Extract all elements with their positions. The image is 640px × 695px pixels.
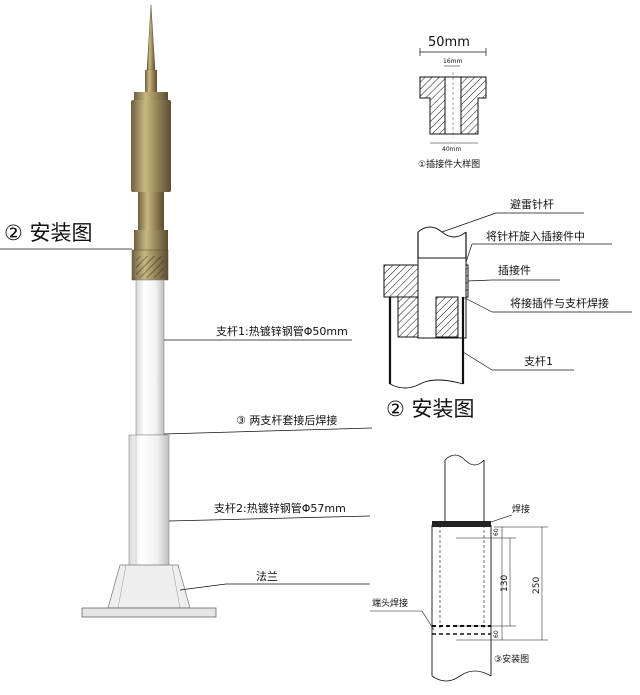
needle-tip (146, 4, 156, 71)
flange-label: 法兰 (256, 569, 278, 583)
install-drawing-2: 避雷针杆 将针杆旋入插接件中 插接件 将接插件与支杆焊接 支杆1 ② 安装图 (383, 197, 632, 421)
rod-collar (134, 230, 168, 250)
pole1-label: 支杆1:热镀锌钢管Φ50mm (216, 324, 348, 338)
rod-assembly (81, 4, 217, 618)
connector-label: 插接件 (498, 263, 531, 277)
left-annotations: ② 安装图 支杆1:热镀锌钢管Φ50mm ③ 两支杆套接后焊接 支杆2:热镀锌钢… (0, 221, 373, 591)
end-weld-label: 端头焊接 (372, 597, 408, 609)
dim-top-width: 50mm (428, 35, 470, 50)
weld-two-label: ③ 两支杆套接后焊接 (236, 413, 337, 427)
dim-inner: 16mm (443, 58, 462, 65)
rod-main-body (131, 100, 171, 192)
pole1-short-label: 支杆1 (524, 354, 553, 368)
install-title-right: ② 安装图 (386, 397, 475, 421)
dim-bottom-width: 40mm (442, 146, 461, 153)
pole2-label: 支杆2:热镀锌钢管Φ57mm (214, 501, 346, 515)
dim-250: 250 (532, 577, 542, 594)
connector-bore (444, 76, 462, 135)
install-drawing-3: 焊接 端头焊接 60 130 250 60 ③安装图 (370, 454, 548, 682)
dim-130: 130 (500, 575, 510, 592)
weld-top-band (432, 521, 491, 527)
rod-lower-body (138, 192, 164, 230)
flange-plate (81, 607, 217, 618)
dim-60-top: 60 (493, 528, 500, 536)
install-title-left: ② 安装图 (4, 221, 93, 245)
screw-in-label: 将针杆旋入插接件中 (486, 229, 585, 243)
install-connector-bottom (397, 296, 419, 338)
flange-cone (107, 564, 191, 609)
rod-label: 避雷针杆 (510, 197, 554, 211)
pole-1 (135, 279, 165, 436)
needle-shank (145, 70, 157, 92)
full-weld-label: 焊接 (512, 503, 530, 515)
detail-caption: ①插接件大样图 (418, 158, 480, 170)
weld-connector-label: 将接插件与支杆焊接 (510, 296, 609, 310)
rod-upper-body (134, 92, 168, 100)
dim-60-bottom: 60 (493, 630, 500, 638)
connector-detail: 50mm 16mm 40mm ①插接件大样图 (418, 35, 487, 170)
install-caption-3: ③安装图 (494, 653, 529, 665)
